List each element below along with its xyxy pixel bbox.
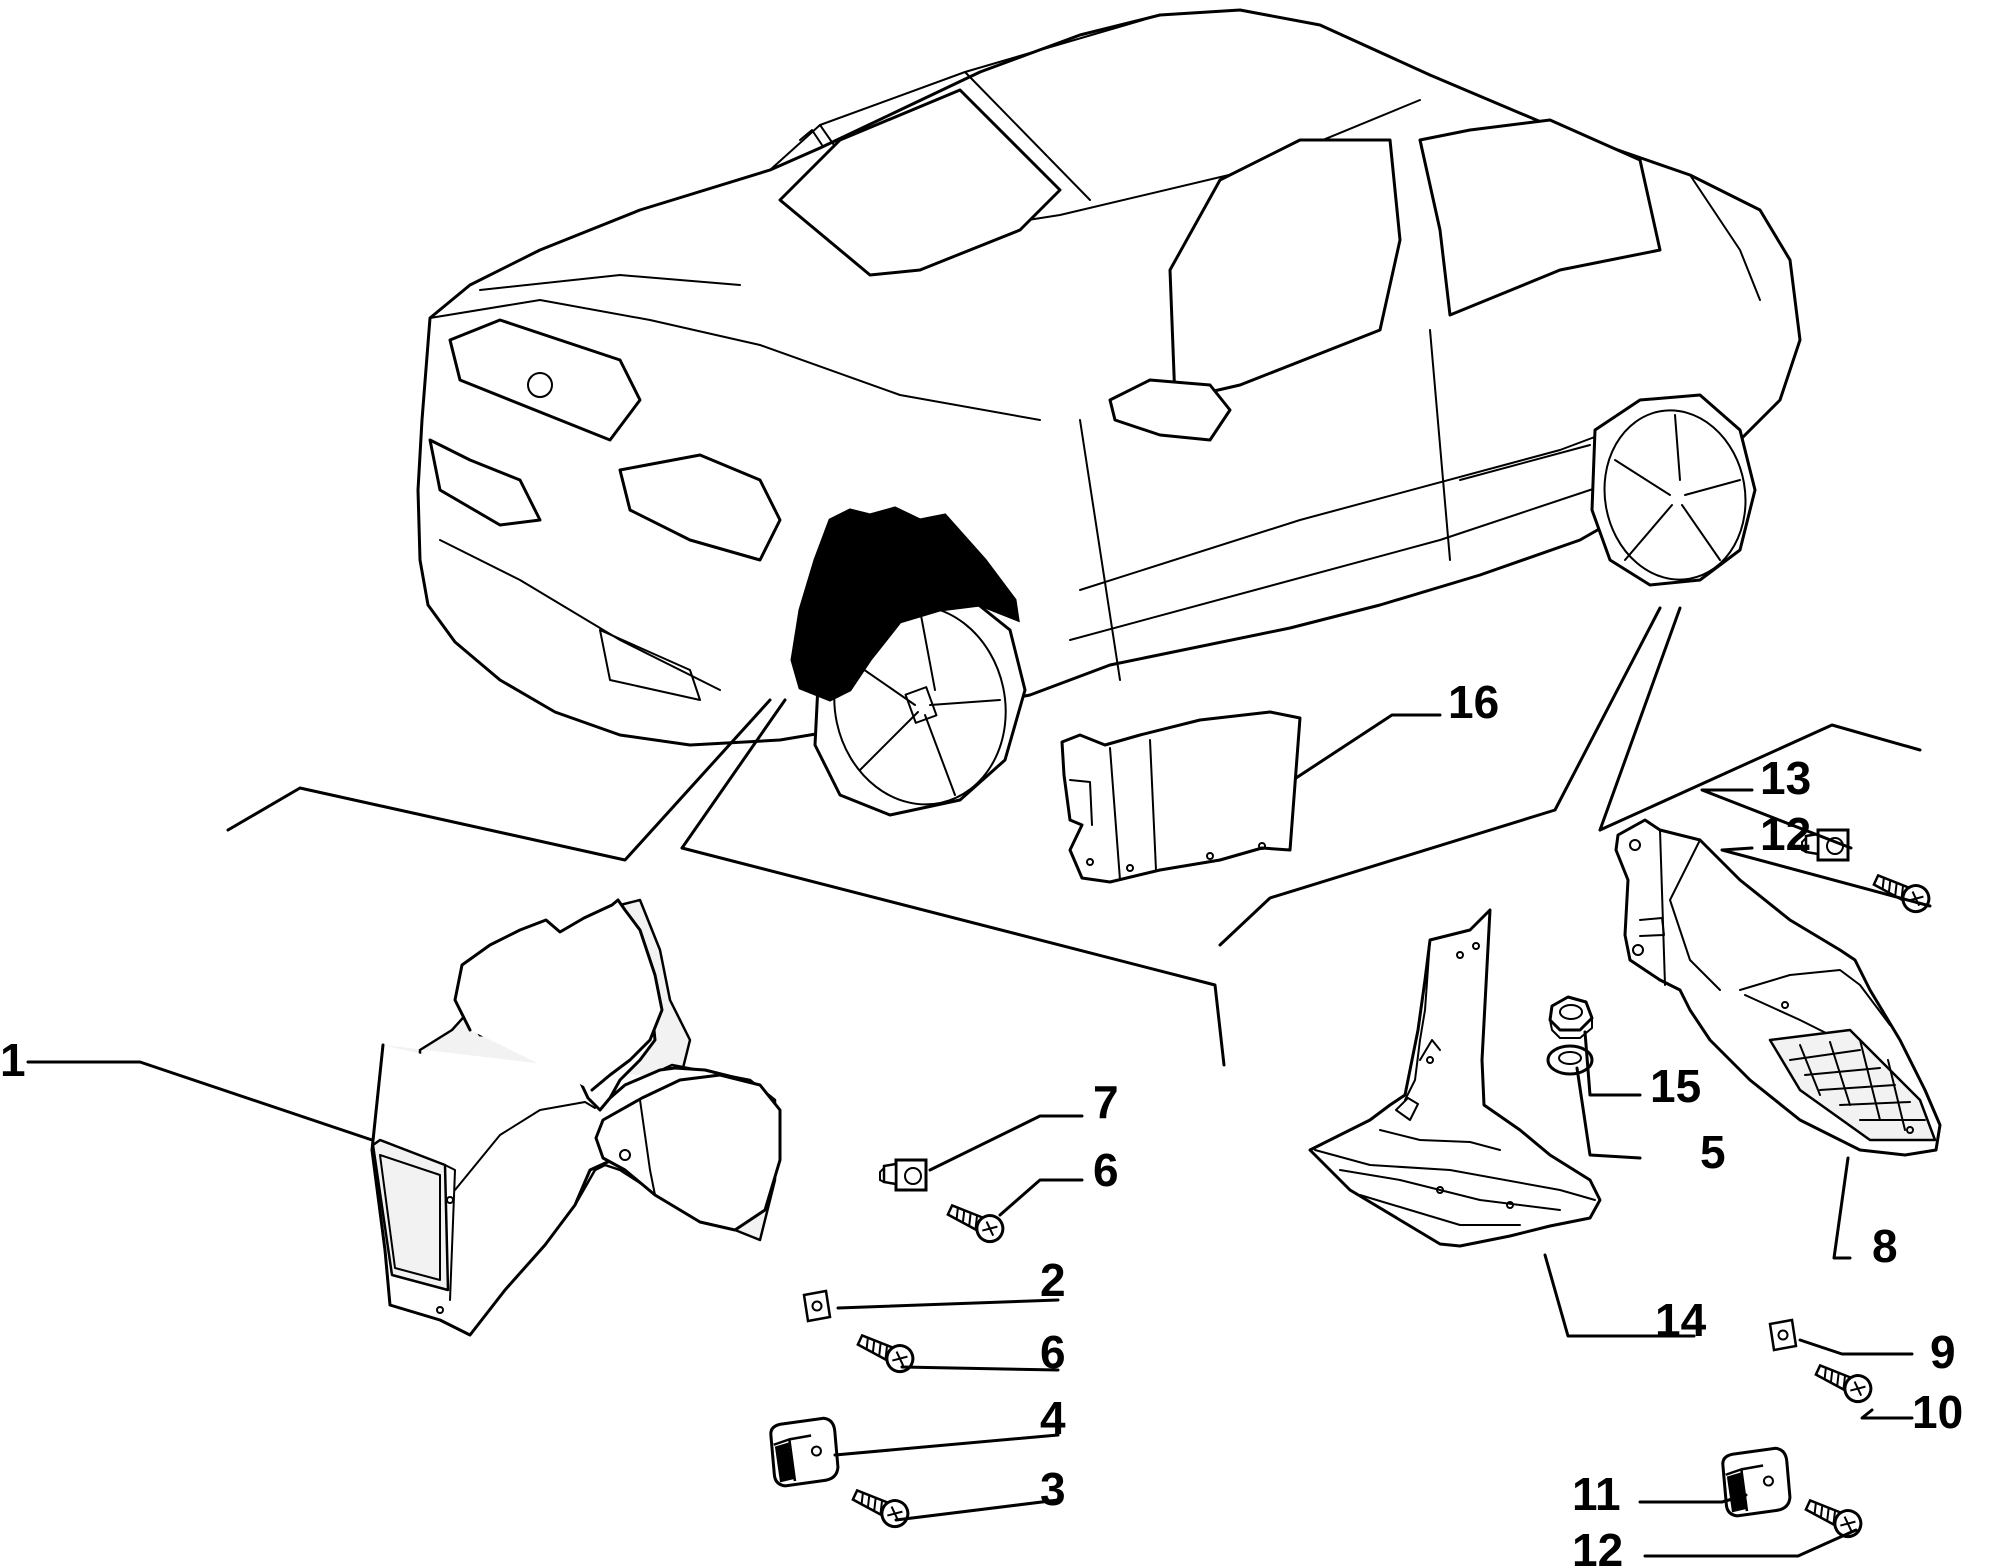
leader-lines <box>26 713 1932 1558</box>
callout-8: 8 <box>1872 1220 1898 1272</box>
callout-7: 7 <box>1093 1076 1119 1128</box>
callout-labels: 1 7 6 2 6 4 3 16 13 12 15 5 8 14 9 10 11… <box>0 676 1963 1568</box>
callout-16: 16 <box>1448 676 1499 728</box>
callout-13: 13 <box>1760 752 1811 804</box>
car-illustration <box>416 8 1802 817</box>
part-9-clip <box>1768 1318 1798 1352</box>
callout-5: 5 <box>1700 1126 1726 1178</box>
callout-6-lower: 6 <box>1040 1326 1066 1378</box>
callout-12-upper: 12 <box>1760 808 1811 860</box>
part-12-screw-lower <box>1801 1491 1867 1543</box>
callout-9: 9 <box>1930 1326 1956 1378</box>
callout-11: 11 <box>1572 1468 1621 1520</box>
callout-1: 1 <box>0 1034 26 1086</box>
part-6-screw-upper <box>943 1196 1009 1248</box>
callout-2: 2 <box>1040 1254 1066 1306</box>
part-4-grommet <box>768 1415 841 1489</box>
part-6-screw-lower <box>853 1326 919 1378</box>
part-3-screw <box>848 1481 914 1533</box>
callout-12-lower: 12 <box>1572 1524 1623 1568</box>
part-1-wheel-arch-liner <box>370 898 782 1337</box>
callout-15: 15 <box>1650 1060 1701 1112</box>
callout-14: 14 <box>1655 1294 1707 1346</box>
part-11-grommet <box>1720 1445 1793 1519</box>
callout-6-upper: 6 <box>1093 1144 1119 1196</box>
part-2-clip <box>802 1289 832 1323</box>
part-16-heat-shield <box>1060 710 1302 884</box>
callout-10: 10 <box>1912 1386 1963 1438</box>
part-14-under-guard <box>1308 908 1602 1248</box>
callout-3: 3 <box>1040 1463 1066 1515</box>
callout-4: 4 <box>1040 1392 1066 1444</box>
group-divider-lines <box>226 606 1922 1067</box>
part-10-screw <box>1811 1356 1877 1408</box>
part-8-mesh-guard <box>1614 818 1942 1157</box>
highlighted-wheel-arch-liner <box>790 506 1020 702</box>
part-15-nut <box>1548 995 1594 1039</box>
part-5-washer <box>1546 1044 1594 1076</box>
part-7-clip <box>878 1158 928 1192</box>
